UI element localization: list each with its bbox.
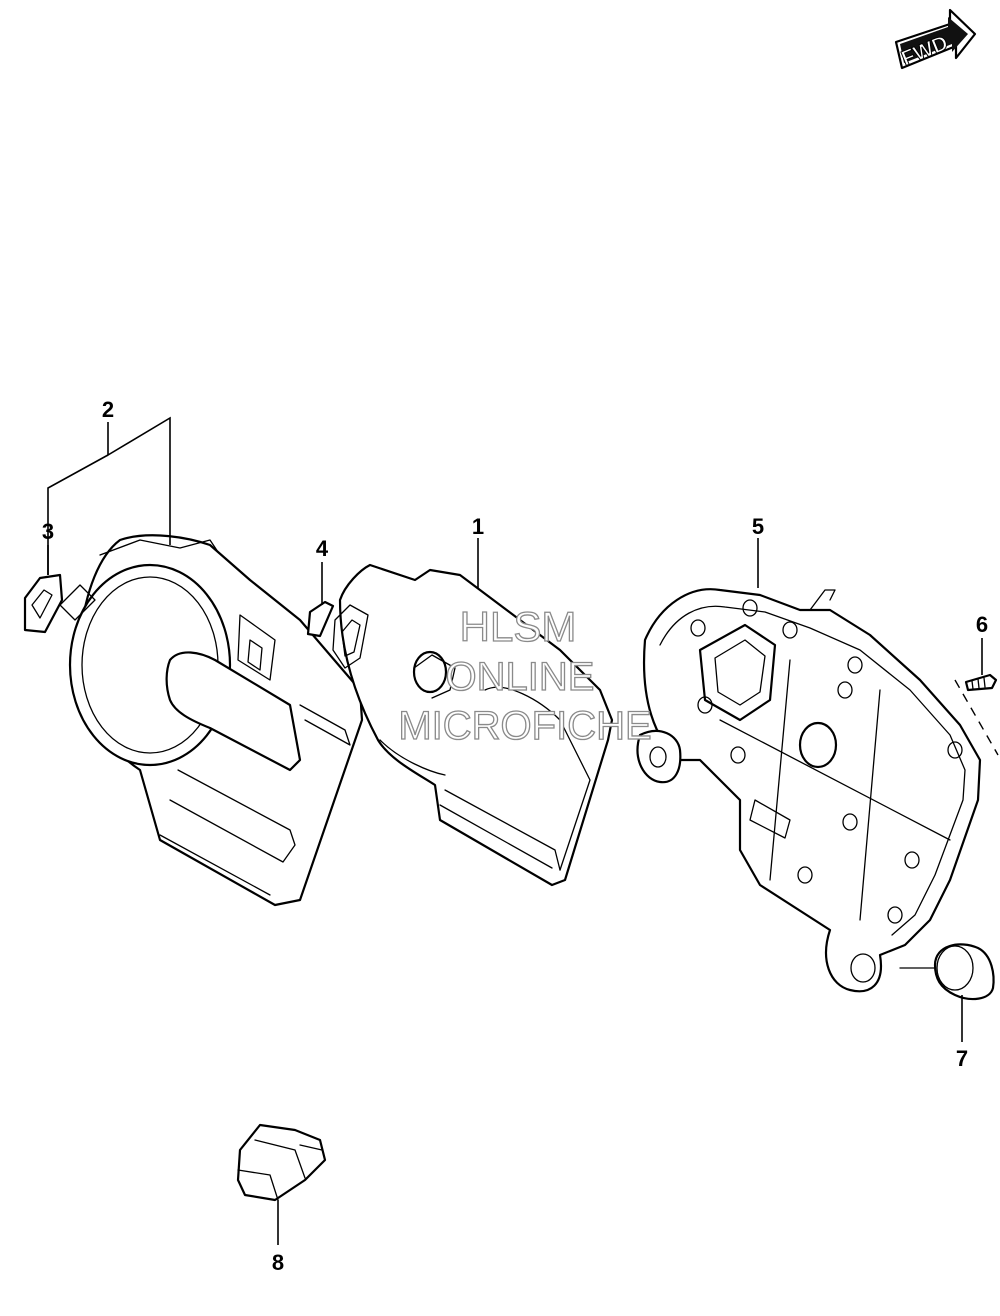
watermark-line-1: HLSM	[460, 603, 577, 650]
part-3-clip	[23, 573, 64, 634]
callout-8: 8	[272, 1250, 284, 1275]
part-7-grommet	[933, 943, 995, 1001]
callout-1: 1	[472, 514, 484, 539]
watermark-line-2: ONLINE	[446, 655, 595, 699]
watermark: HLSM ONLINE MICROFICHE	[398, 602, 653, 748]
watermark-line-3: MICROFICHE	[398, 704, 651, 748]
screw-alignment-line	[954, 679, 999, 756]
callout-7: 7	[956, 1046, 968, 1071]
part-2-meter-case	[59, 534, 364, 907]
part-4-tab	[306, 600, 335, 638]
leader-lines	[47, 416, 983, 1245]
part-6-screw	[964, 673, 998, 692]
callout-3: 3	[42, 519, 54, 544]
part-8-connector	[236, 1123, 327, 1202]
part-5-rear-cover	[636, 588, 982, 993]
callout-6: 6	[976, 612, 988, 637]
callout-4: 4	[316, 536, 329, 561]
part-1-meter-assembly	[332, 563, 614, 887]
callout-2: 2	[102, 397, 114, 422]
callout-5: 5	[752, 514, 764, 539]
fwd-direction-badge: FWD	[894, 8, 977, 71]
